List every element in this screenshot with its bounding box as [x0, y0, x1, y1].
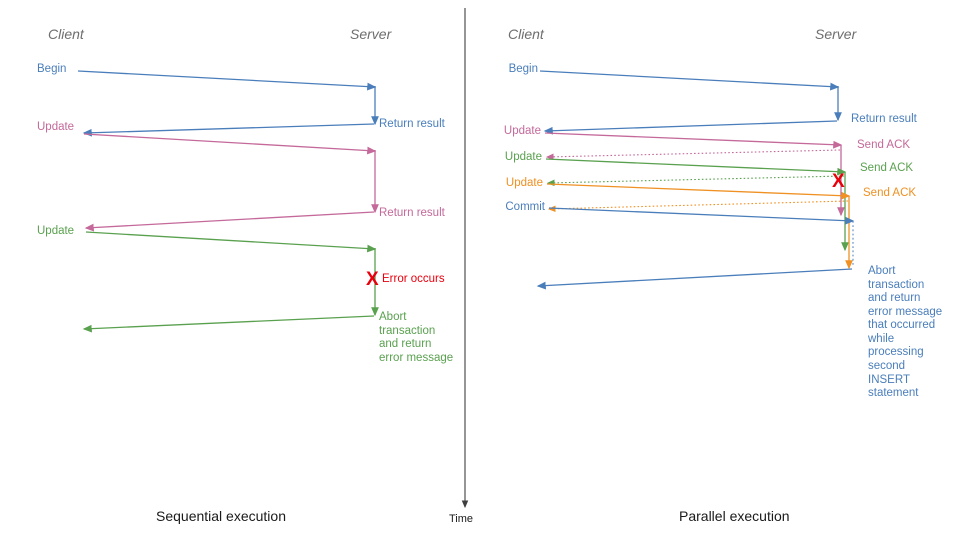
right-note-abort: Abort transaction and return error messa… [868, 265, 943, 400]
arrow-update-2 [82, 231, 379, 333]
right-message-commit: Commit [505, 201, 545, 213]
right-panel-arrows [536, 70, 855, 290]
right-note-send-ack-2: Send ACK [860, 162, 914, 174]
arrow-begin [539, 70, 842, 135]
right-message-update-2: Update [504, 151, 542, 163]
arrow-update-3 [546, 183, 853, 270]
arrow-update-1 [544, 132, 845, 217]
left-message-update-1: Update [37, 121, 75, 133]
left-note-return-result-2: Return result [379, 207, 445, 219]
left-message-update-2: Update [37, 225, 75, 237]
right-panel-caption: Parallel execution [679, 508, 790, 524]
error-x-icon: X [366, 269, 379, 290]
left-server-actor-label: Server [350, 26, 392, 42]
left-panel-caption: Sequential execution [156, 508, 286, 524]
left-note-return-result-1: Return result [379, 118, 445, 130]
left-panel-arrows [77, 70, 379, 333]
right-note-send-ack-1: Send ACK [857, 139, 911, 151]
left-note-abort: Abort transaction and return error messa… [379, 311, 454, 364]
right-note-send-ack-3: Send ACK [863, 187, 917, 199]
left-message-begin: Begin [37, 63, 67, 75]
right-note-return-result: Return result [851, 113, 917, 125]
arrow-begin [77, 70, 379, 137]
time-axis-label: Time [449, 513, 474, 525]
right-message-update-3: Update [505, 177, 543, 189]
right-message-update-1: Update [503, 125, 541, 137]
arrow-commit [536, 207, 855, 290]
right-client-actor-label: Client [508, 26, 544, 42]
arrow-update-1 [83, 133, 379, 232]
right-message-begin: Begin [508, 63, 538, 75]
arrow-update-2 [545, 158, 849, 252]
error-x-icon: X [832, 171, 845, 192]
left-client-actor-label: Client [48, 26, 84, 42]
right-server-actor-label: Server [815, 26, 857, 42]
left-note-error-occurs: Error occurs [382, 273, 445, 285]
